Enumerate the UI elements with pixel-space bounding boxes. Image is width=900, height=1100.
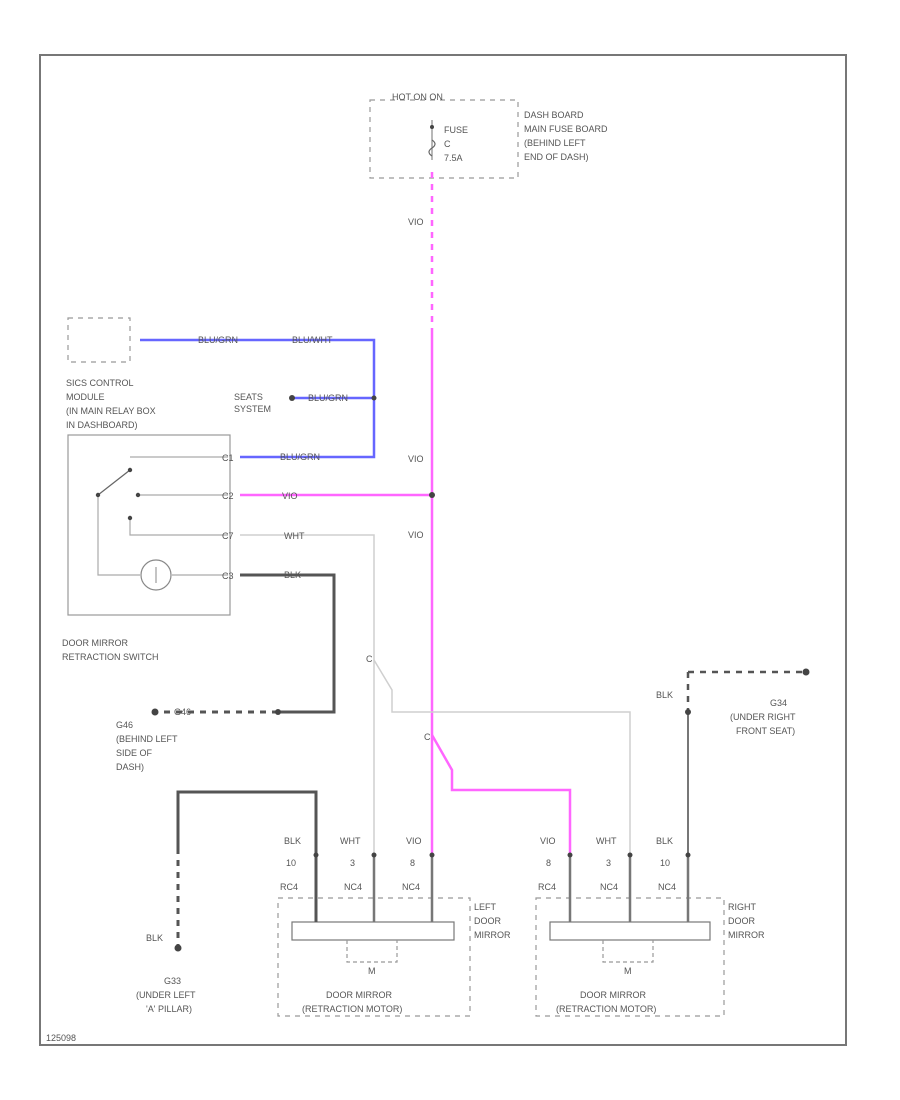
right-mirror-side-3: MIRROR [728, 930, 765, 940]
ground-g33-id: G33 [164, 976, 181, 986]
svg-text:C: C [424, 732, 431, 742]
left-mirror-conn-3: NC4 [402, 882, 420, 892]
right-mirror-label-2: (RETRACTION MOTOR) [556, 1004, 656, 1014]
left-mirror-pin-3: 8 [410, 858, 415, 868]
wire-label-blu-grn-top: BLU/GRN [198, 335, 238, 345]
wire-label-vio-mid: VIO [408, 454, 424, 464]
svg-text:C: C [366, 654, 373, 664]
ground-g33-line-2: 'A' PILLAR) [146, 1004, 192, 1014]
fuse-box-desc-4: END OF DASH) [524, 152, 589, 162]
ground-g34-line-2: FRONT SEAT) [736, 726, 795, 736]
right-mirror-pin-2: 3 [606, 858, 611, 868]
ground-g46-line-1: (BEHIND LEFT [116, 734, 178, 744]
wire-label-blu-grn-mid: BLU/GRN [308, 393, 348, 403]
right-mirror-motor: M [624, 966, 632, 976]
sics-line-1: SICS CONTROL [66, 378, 134, 388]
right-door-mirror: M VIO WHT BLK 8 3 10 RC4 NC4 NC4 RIGHT D… [535, 836, 765, 1017]
left-mirror-label-1: DOOR MIRROR [326, 990, 392, 1000]
ground-right-seat: BLK G34 (UNDER RIGHT FRONT SEAT) [656, 668, 810, 855]
sics-line-4: IN DASHBOARD) [66, 420, 138, 430]
ground-g33-line-1: (UNDER LEFT [136, 990, 196, 1000]
right-mirror-conn-1: RC4 [538, 882, 556, 892]
left-door-mirror: M BLK WHT VIO 10 3 8 RC4 NC4 NC4 LEFT DO… [277, 836, 511, 1017]
left-mirror-wire-3: VIO [406, 836, 422, 846]
blu-grn-wires: BLU/GRN BLU/WHT BLU/GRN BLU/GRN SEATS SY… [67, 317, 377, 462]
left-mirror-pin-1: 10 [286, 858, 296, 868]
ground-g34-line-1: (UNDER RIGHT [730, 712, 796, 722]
right-mirror-wire-3: BLK [656, 836, 673, 846]
sics-pin-c3: C3 [222, 571, 234, 581]
fuse-box: HOT ON ON FUSE C 7.5A DASH BOARD MAIN FU… [369, 92, 608, 179]
wire-label-blk-right: BLK [656, 690, 673, 700]
blk-switch-wire: BLK G46 G46 (BEHIND LEFT SIDE OF DASH) [116, 570, 336, 772]
sics-pin-c1: C1 [222, 453, 234, 463]
left-mirror-wire-1: BLK [284, 836, 301, 846]
ground-g46-line-3: DASH) [116, 762, 144, 772]
left-mirror-side-1: LEFT [474, 902, 497, 912]
wire-label-blu-grn-top2: BLU/WHT [292, 335, 333, 345]
footer-code: 125098 [46, 1033, 76, 1043]
wire-label-blu-grn-low: BLU/GRN [280, 452, 320, 462]
left-mirror-side-3: MIRROR [474, 930, 511, 940]
switch-label-line-1: DOOR MIRROR [62, 638, 128, 648]
left-mirror-pin-2: 3 [350, 858, 355, 868]
sics-pin-c2: C2 [222, 491, 234, 501]
wire-label-vio-lower: VIO [408, 530, 424, 540]
ground-g34-id: G34 [770, 698, 787, 708]
sics-pin-c7: C7 [222, 531, 234, 541]
left-mirror-wire-2: WHT [340, 836, 361, 846]
right-mirror-wire-2: WHT [596, 836, 617, 846]
left-mirror-conn-1: RC4 [280, 882, 298, 892]
fuse-id: C [444, 139, 451, 149]
sics-module: SICS CONTROL MODULE (IN MAIN RELAY BOX I… [66, 378, 156, 430]
ground-g46-line-2: SIDE OF [116, 748, 153, 758]
left-mirror-conn-2: NC4 [344, 882, 362, 892]
fuse-box-desc-3: (BEHIND LEFT [524, 138, 586, 148]
right-mirror-conn-3: NC4 [658, 882, 676, 892]
wire-label-blk-ground: BLK [146, 933, 163, 943]
wire-label-wht: WHT [284, 531, 305, 541]
fuse-label: FUSE [444, 125, 468, 135]
wire-label-vio-top: VIO [408, 217, 424, 227]
seats-system-line-2: SYSTEM [234, 404, 271, 414]
right-mirror-wire-1: VIO [540, 836, 556, 846]
switch-label-line-2: RETRACTION SWITCH [62, 652, 159, 662]
wht-wire: WHT C [240, 531, 631, 855]
vio-trunk: VIO VIO VIO VIO C [240, 172, 572, 855]
left-mirror-motor: M [368, 966, 376, 976]
right-mirror-label-1: DOOR MIRROR [580, 990, 646, 1000]
fuse-box-title: HOT ON ON [392, 92, 443, 102]
retraction-switch: C1 C2 C7 C3 DOOR MIRROR RETRACTION SWITC… [62, 434, 234, 662]
fuse-box-desc-2: MAIN FUSE BOARD [524, 124, 608, 134]
sics-line-2: MODULE [66, 392, 105, 402]
sics-line-3: (IN MAIN RELAY BOX [66, 406, 156, 416]
wire-label-blk-switch: BLK [284, 570, 301, 580]
seats-system-line-1: SEATS [234, 392, 263, 402]
ground-g46-id: G46 [116, 720, 133, 730]
fuse-box-desc-1: DASH BOARD [524, 110, 584, 120]
ground-left-pillar: BLK G33 (UNDER LEFT 'A' PILLAR) [136, 790, 318, 1014]
left-mirror-side-2: DOOR [474, 916, 502, 926]
right-mirror-pin-3: 10 [660, 858, 670, 868]
right-mirror-conn-2: NC4 [600, 882, 618, 892]
right-mirror-side-2: DOOR [728, 916, 756, 926]
fuse-rating: 7.5A [444, 153, 463, 163]
wire-label-vio-branch: VIO [282, 491, 298, 501]
diagram-frame [39, 54, 847, 1046]
ground-g46-wire: G46 [174, 707, 191, 717]
right-mirror-pin-1: 8 [546, 858, 551, 868]
left-mirror-label-2: (RETRACTION MOTOR) [302, 1004, 402, 1014]
right-mirror-side-1: RIGHT [728, 902, 757, 912]
